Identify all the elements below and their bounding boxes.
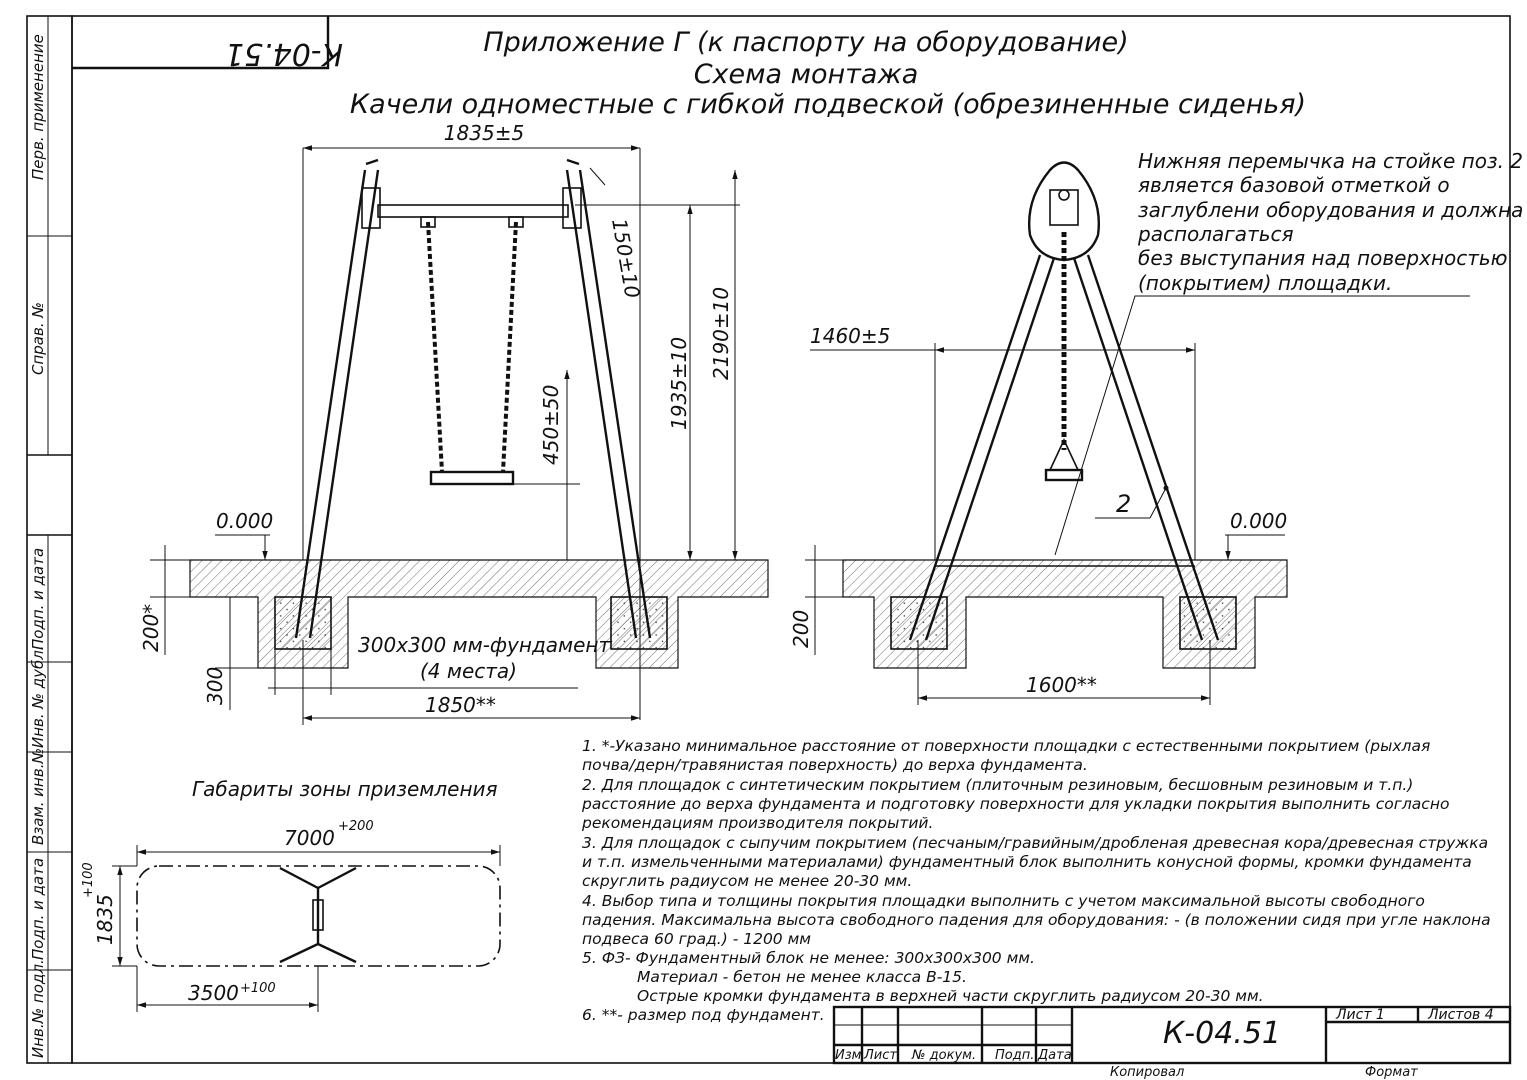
zone-dim-1835: 1835 bbox=[93, 894, 117, 945]
notes-block: 1. *-Указано минимальное расстояние от п… bbox=[581, 737, 1491, 1024]
zone-dim-3500-tol: +100 bbox=[240, 981, 276, 996]
title-block-code: К-04.51 bbox=[1163, 1016, 1281, 1051]
title-block-listov: Листов 4 bbox=[1427, 1007, 1494, 1023]
note-4c: подвеса 60 град.) - 1200 мм bbox=[582, 930, 811, 948]
note-3a: 3. Для площадок с сыпучим покрытием (пес… bbox=[582, 834, 1488, 852]
note-5c: Острые кромки фундамента в верхней части… bbox=[637, 987, 1264, 1005]
zone-dim-1835-tol: +100 bbox=[81, 862, 96, 898]
dim-300: 300 bbox=[203, 667, 227, 705]
note-3b: и т.п. измельченными материалами) фундам… bbox=[582, 853, 1472, 871]
title-block: К-04.51 Лист 1 Листов 4 Изм Лист № докум… bbox=[832, 1005, 1512, 1080]
foundation-label-2: (4 места) bbox=[420, 659, 517, 683]
dim-1935: 1935±10 bbox=[667, 337, 691, 430]
note-line-6: (покрытием) площадки. bbox=[1138, 271, 1392, 295]
foundation-label-1: 300х300 мм-фундамент bbox=[358, 633, 611, 657]
side-dim-200: 200 bbox=[789, 610, 813, 648]
note-6: 6. **- размер под фундамент. bbox=[582, 1006, 825, 1024]
zone-dim-3500: 3500 bbox=[188, 981, 239, 1005]
title-line-3: Качели одноместные с гибкой подвеской (о… bbox=[350, 89, 1306, 120]
dim-200-star: 200* bbox=[139, 604, 163, 652]
side-level-label: 0.000 bbox=[1230, 509, 1287, 533]
side-view: Нижняя перемычка на стойке поз. 2 являет… bbox=[789, 149, 1523, 705]
col-podp: Подп. bbox=[995, 1048, 1034, 1063]
dim-1850: 1850** bbox=[425, 693, 496, 717]
dim-1600: 1600** bbox=[1026, 673, 1097, 697]
col-no-dokum: № докум. bbox=[911, 1048, 976, 1063]
front-view: 1835±5 150±10 2190±10 1935±10 450±50 0.0… bbox=[139, 121, 769, 725]
title-line-2: Схема монтажа bbox=[694, 59, 919, 90]
zone-title: Габариты зоны приземления bbox=[192, 777, 498, 801]
front-seat bbox=[429, 470, 515, 486]
dim-1460: 1460±5 bbox=[810, 324, 890, 348]
zone-dim-7000-tol: +200 bbox=[338, 819, 374, 834]
front-leg-right bbox=[565, 169, 638, 639]
front-crossbar bbox=[377, 204, 569, 218]
zone-dim-7000: 7000 bbox=[284, 826, 335, 850]
mirrored-code-text: К-04.51 bbox=[225, 36, 343, 71]
front-chain-right bbox=[501, 221, 518, 473]
front-level-label: 0.000 bbox=[216, 509, 273, 533]
note-line-4: располагаться bbox=[1137, 222, 1294, 246]
zone-swing-top-view bbox=[279, 866, 357, 964]
col-list: Лист bbox=[863, 1048, 897, 1063]
title-line-1: Приложение Г (к паспорту на оборудование… bbox=[483, 27, 1128, 58]
format-label: Формат bbox=[1365, 1065, 1418, 1080]
note-4a: 4. Выбор типа и толщины покрытия площадк… bbox=[582, 892, 1425, 910]
front-foundation-right bbox=[610, 596, 668, 650]
landing-zone: Габариты зоны приземления 7000 +200 1835… bbox=[81, 777, 501, 1012]
dim-1835: 1835±5 bbox=[444, 121, 524, 145]
note-2b: расстояние до верха фундамента и подгото… bbox=[581, 795, 1449, 813]
note-5a: 5. ФЗ- Фундаментный блок не менее: 300х3… bbox=[582, 949, 1035, 967]
note-line-5: без выступания над поверхностью bbox=[1138, 246, 1508, 270]
note-4b: падения. Максимальна высота свободного п… bbox=[582, 911, 1491, 929]
note-line-3: заглублени оборудования и должна bbox=[1138, 198, 1523, 222]
side-seat bbox=[1044, 468, 1084, 482]
dim-2190: 2190±10 bbox=[709, 287, 733, 380]
kopiroval-label: Копировал bbox=[1110, 1065, 1184, 1080]
side-foundation-right bbox=[1179, 596, 1237, 650]
note-line-1: Нижняя перемычка на стойке поз. 2 bbox=[1138, 149, 1523, 173]
front-leg-left bbox=[294, 169, 367, 639]
mirrored-code-stamp: К-04.51 bbox=[72, 16, 343, 71]
col-data: Дата bbox=[1037, 1048, 1072, 1063]
note-2a: 2. Для площадок с синтетическим покрытие… bbox=[582, 776, 1413, 794]
front-chain-left bbox=[426, 221, 444, 473]
inv-podl-label: Инв.№ подл. bbox=[29, 959, 47, 1058]
dim-450: 450±50 bbox=[539, 385, 563, 465]
inv-dubl-label: Инв. № дубл. bbox=[29, 645, 47, 748]
col-izm: Изм bbox=[835, 1048, 862, 1063]
podp-data-label-2: Подп. и дата bbox=[29, 858, 47, 960]
side-head bbox=[1028, 161, 1100, 262]
note-2c: рекомендациям производителя покрытий. bbox=[581, 814, 933, 832]
pos-2-label: 2 bbox=[1116, 490, 1131, 518]
vzam-inv-label: Взам. инв.№ bbox=[29, 748, 47, 845]
note-3c: скруглить радиусом не менее 20-30 мм. bbox=[582, 872, 912, 890]
podp-data-label-1: Подп. и дата bbox=[29, 548, 47, 650]
note-5b: Материал - бетон не менее класса В-15. bbox=[637, 968, 967, 986]
title-block-list: Лист 1 bbox=[1335, 1007, 1385, 1023]
side-leg-left bbox=[908, 254, 1042, 641]
side-stamp: Перв. применение Справ. № Подп. и дата И… bbox=[26, 15, 73, 1064]
note-1a: 1. *-Указано минимальное расстояние от п… bbox=[582, 737, 1430, 755]
perv-primenenie-label: Перв. применение bbox=[29, 34, 47, 180]
note-1b: почва/дерн/травянистая поверхность) до в… bbox=[582, 756, 1088, 774]
dim-150: 150±10 bbox=[607, 217, 645, 300]
note-line-2: является базовой отметкой о bbox=[1138, 173, 1450, 197]
sprav-no-label: Справ. № bbox=[29, 302, 47, 375]
side-leg-right bbox=[1072, 257, 1204, 641]
